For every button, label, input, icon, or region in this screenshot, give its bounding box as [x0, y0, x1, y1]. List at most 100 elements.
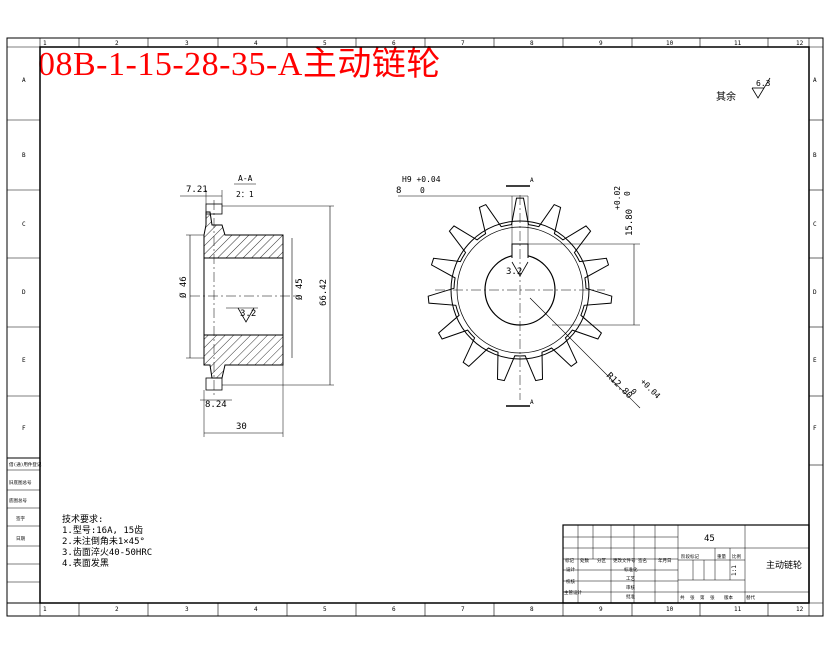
keyway-tol-upper: H9 +0.04 — [402, 175, 441, 184]
tech-item: 1.型号:16A, 15齿 — [62, 525, 143, 536]
tb-sheets: 共 — [680, 594, 685, 601]
zone-num: 7 — [461, 40, 465, 47]
keyway-tol-lower: 0 — [420, 186, 425, 195]
radius-tol-upper: +0.04 — [639, 377, 663, 401]
zone-letter: F — [813, 425, 817, 432]
zone-numbers-top: 1 2 3 4 5 6 7 8 9 10 11 12 1 2 3 4 5 6 7… — [7, 38, 823, 616]
zone-num: 2 — [115, 40, 119, 47]
tb-col2: 审核 — [626, 584, 635, 591]
zone-letter: D — [813, 289, 817, 296]
zone-letter: E — [813, 357, 817, 364]
zone-num: 5 — [323, 606, 327, 613]
zone-num: 6 — [392, 40, 396, 47]
front-roughness: 3.2 — [506, 267, 522, 277]
dim-bore: Ø 46 — [178, 276, 189, 298]
zone-num: 12 — [796, 606, 804, 613]
title-block: 标记 处数 分区 更改文件号 签名 年月日 设计 校核 主管设计 标准化 工艺 … — [562, 524, 810, 604]
zone-num: 1 — [43, 606, 47, 613]
keyway-depth-tol-lower: 0 — [623, 191, 632, 196]
keyway-width: 8 — [396, 186, 401, 196]
tb-sheets: 第 — [700, 594, 705, 601]
sidebar-label: 旧底图总号 — [9, 479, 32, 486]
tb-col2: 工艺 — [626, 576, 635, 582]
zone-num: 10 — [666, 40, 674, 47]
zone-num: 2 — [115, 606, 119, 613]
zone-letter: E — [22, 357, 26, 364]
tb-header: 处数 — [580, 557, 589, 564]
zone-letter: A — [813, 77, 817, 84]
sidebar-label: 签字 — [16, 515, 25, 522]
tb-part-name: 主动链轮 — [766, 559, 802, 571]
radius-tol-lower: 0 — [629, 387, 639, 397]
zone-letter: A — [22, 77, 26, 84]
radius-value: R12.80 — [604, 371, 634, 401]
zone-num: 10 — [666, 606, 674, 613]
zone-letter: B — [22, 152, 26, 159]
section-scale: 2：1 — [236, 190, 254, 199]
tb-sheets: 张 — [690, 594, 695, 601]
sidebar-label: 日期 — [16, 536, 25, 542]
tb-scale: 1:1 — [731, 565, 738, 576]
tech-requirements: 技术要求: 1.型号:16A, 15齿 2.未注倒角未1×45° 3.齿面淬火4… — [62, 513, 152, 569]
dim-hub-offset: 8.24 — [205, 400, 227, 410]
zone-letter: D — [22, 289, 26, 296]
roughness-value: 6.3 — [756, 79, 771, 88]
zone-num: 3 — [185, 606, 189, 613]
sidebar-label: 底图总号 — [9, 497, 27, 504]
tb-role: 设计 — [566, 566, 575, 573]
tb-stage: 重量 — [717, 553, 726, 560]
zone-letter: F — [22, 425, 26, 432]
zone-num: 1 — [43, 40, 47, 47]
sidebar-label: 借(通)用件登记 — [9, 461, 42, 468]
tb-header: 年月日 — [658, 557, 672, 564]
tb-col2: 批准 — [626, 593, 635, 600]
section-mark-top: A — [530, 177, 534, 184]
dim-hub: Ø 45 — [294, 278, 305, 300]
section-upper — [203, 211, 284, 259]
inner-border — [39, 46, 810, 604]
zone-num: 8 — [530, 40, 534, 47]
zone-num: 12 — [796, 40, 804, 47]
roughness-prefix: 其余 — [716, 90, 736, 103]
section-label: A-A — [238, 174, 253, 183]
keyway-depth-tol-upper: +0.02 — [613, 186, 622, 210]
tb-header: 标记 — [565, 557, 574, 564]
tech-title: 技术要求: — [62, 513, 103, 525]
front-view: A A H9 +0.04 8 0 15.80 +0.02 0 R12.80 +0… — [396, 175, 663, 409]
tb-role: 主管设计 — [564, 589, 582, 596]
tb-version: 版本 — [724, 594, 733, 601]
section-roughness: 3.2 — [240, 309, 256, 319]
tb-header: 更改文件号 — [613, 557, 636, 564]
zone-num: 4 — [254, 606, 258, 613]
zone-num: 6 — [392, 606, 396, 613]
sprocket-outline — [427, 197, 613, 382]
zone-num: 9 — [599, 40, 603, 47]
left-sidebar-table: 借(通)用件登记 旧底图总号 底图总号 签字 日期 — [6, 457, 42, 604]
tb-role: 校核 — [566, 578, 575, 585]
tb-material: 45 — [704, 534, 715, 544]
section-lower — [203, 334, 284, 379]
tb-col2: 标准化 — [624, 566, 638, 573]
roughness-general: 其余 6.3 — [716, 77, 771, 103]
zone-num: 4 — [254, 40, 258, 47]
section-mark-bottom: A — [530, 399, 534, 406]
tech-item: 3.齿面淬火40-50HRC — [62, 546, 152, 558]
dim-outer: 66.42 — [319, 279, 329, 306]
tech-item: 4.表面发黑 — [62, 557, 109, 569]
part-title: 08B-1-15-28-35-A主动链轮 — [38, 46, 441, 83]
zone-num: 9 — [599, 606, 603, 613]
dim-tooth-width: 7.21 — [186, 185, 208, 195]
sprocket-teeth — [427, 197, 613, 382]
tb-replace: 替代 — [746, 594, 755, 601]
tb-header: 签名 — [638, 557, 647, 564]
zone-num: 11 — [734, 40, 742, 47]
section-view: A-A 2：1 Ø 46 Ø 45 66.42 7.21 — [178, 174, 334, 437]
tb-sheets: 张 — [710, 594, 715, 601]
tb-header: 分区 — [597, 557, 606, 564]
dim-total-length: 30 — [236, 422, 247, 432]
zone-num: 8 — [530, 606, 534, 613]
zone-num: 7 — [461, 606, 465, 613]
zone-letter: C — [813, 221, 817, 228]
zone-num: 5 — [323, 40, 327, 47]
